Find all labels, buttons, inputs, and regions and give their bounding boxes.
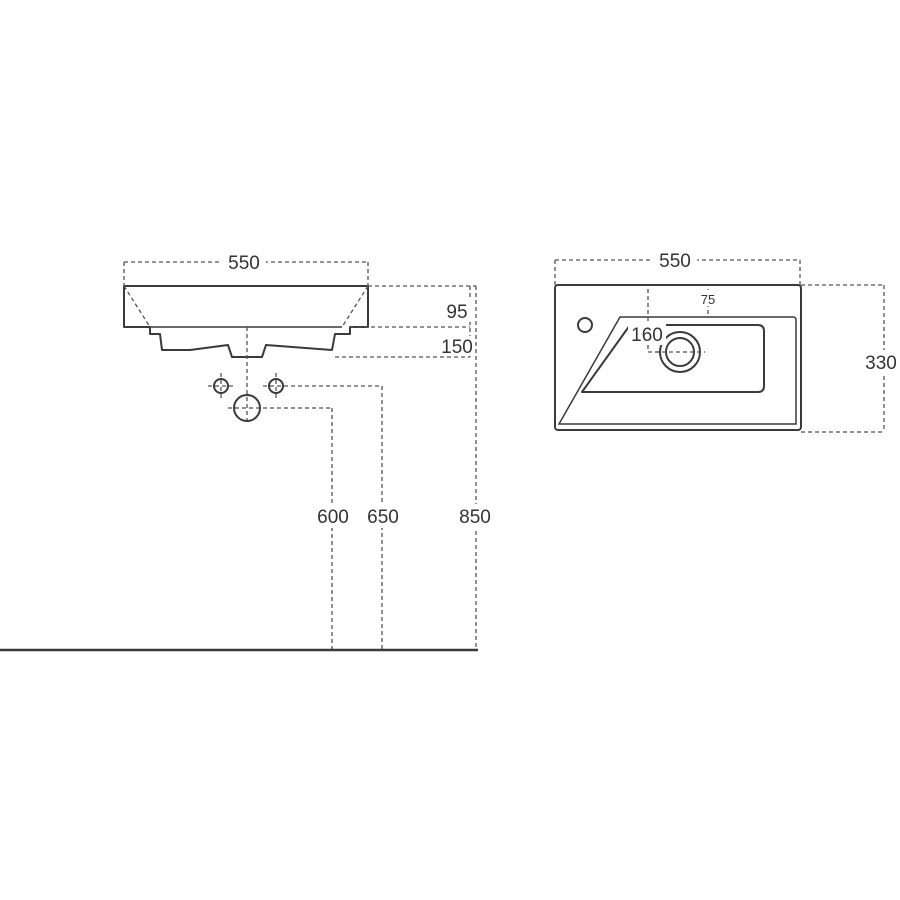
bowl-outline: [581, 324, 765, 393]
front-width-label: 550: [228, 253, 260, 274]
basin-inner-rim: [557, 316, 797, 425]
top-view: 550 330 75 160: [554, 248, 900, 433]
drain-offset-label: 160: [631, 325, 663, 346]
bowl-hidden-line: [341, 285, 369, 328]
front-view: 550 95 150 600 650: [0, 250, 496, 652]
tap-hole-left: [208, 373, 234, 399]
depth-label: 330: [865, 353, 897, 374]
basin-front-outline: [123, 285, 369, 358]
drain-outlet: [655, 331, 705, 373]
rim-height-label: 95: [446, 302, 467, 323]
bowl-hidden-line: [123, 285, 151, 328]
top-width-label: 550: [659, 251, 691, 272]
tap-hole-right: [263, 373, 382, 399]
tap-hole-icon: [577, 317, 593, 333]
rim-to-floor-label: 850: [459, 507, 491, 528]
waste-outlet: [228, 394, 332, 422]
waste-height-label: 650: [367, 507, 399, 528]
tap-offset-label: 75: [701, 292, 715, 307]
basin-top-outline: [554, 284, 802, 431]
total-height-label: 150: [441, 337, 473, 358]
inlet-height-label: 600: [317, 507, 349, 528]
